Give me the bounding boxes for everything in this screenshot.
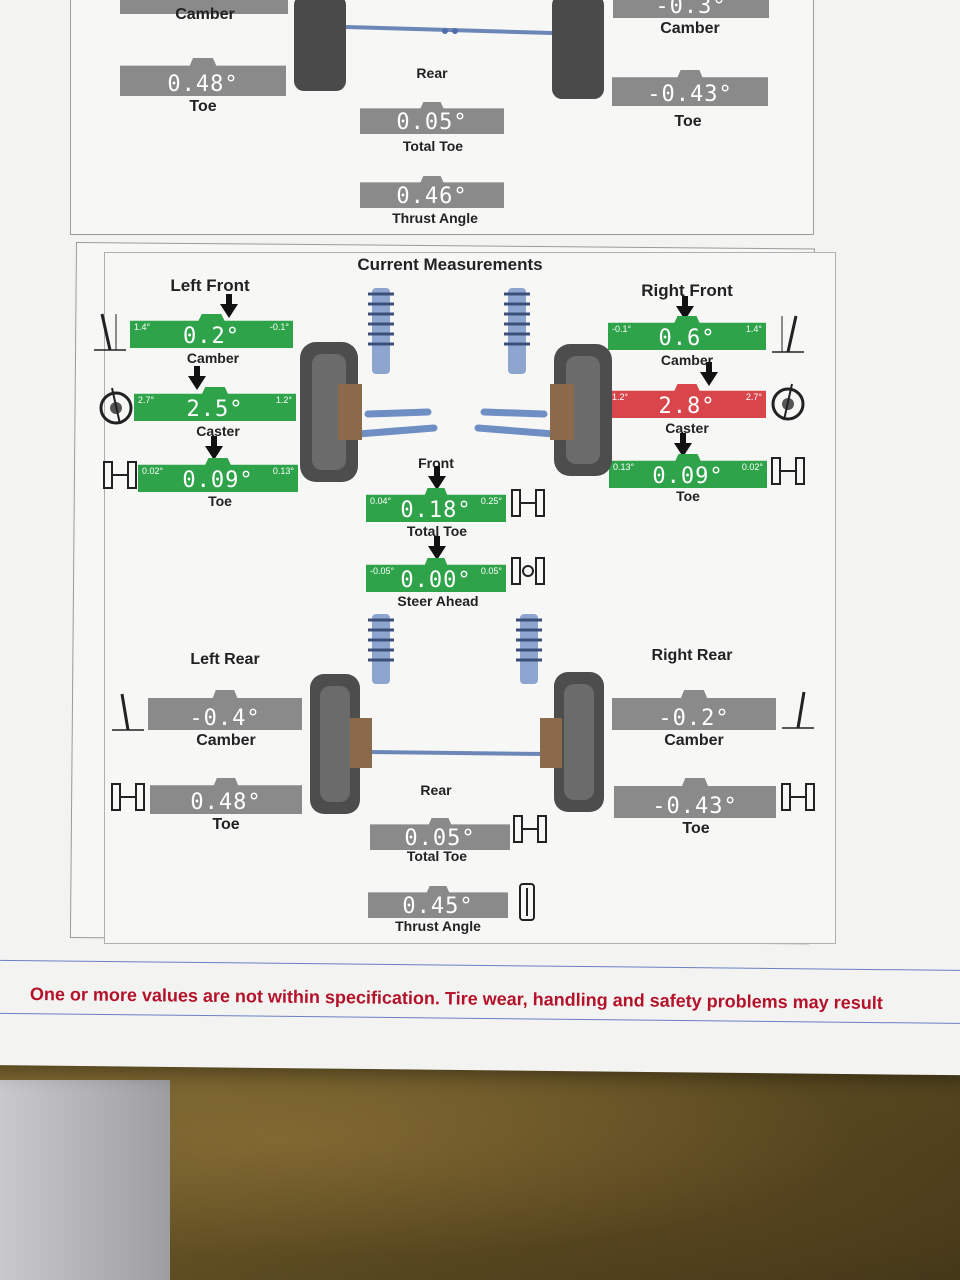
toe-icon (781, 783, 815, 811)
front-suspension-graphic (300, 288, 612, 482)
top-thrust-angle-value: 0.46° (396, 184, 468, 209)
right-front-caster-value: 2.8° (658, 394, 716, 419)
thrust-angle-icon (519, 883, 535, 921)
top-left-toe-value: 0.48° (167, 72, 239, 97)
right-front-toe-label: Toe (676, 488, 700, 504)
left-front-toe-arrow (205, 436, 223, 460)
right-front-caster-arrow (700, 362, 718, 386)
left-front-toe-min: 0.02° (142, 466, 164, 476)
left-front-camber-value: 0.2° (183, 324, 240, 349)
left-front-caster-label: Caster (196, 423, 240, 439)
front-label: Front (418, 455, 454, 471)
top-left-toe-label: Toe (189, 98, 217, 115)
left-rear-camber-label: Camber (196, 732, 256, 749)
top-right-camber-value: -0.3° (655, 0, 727, 19)
left-front-heading: Left Front (170, 276, 250, 295)
steer-ahead-max: 0.05° (480, 566, 502, 576)
right-rear-toe-label: Toe (682, 820, 710, 837)
rear-label: Rear (420, 782, 452, 798)
total-toe-max: 0.25° (480, 496, 502, 506)
right-front-toe-max: 0.02° (741, 462, 763, 472)
left-front-caster-min: 2.7° (138, 395, 155, 405)
left-rear-camber-value: -0.4° (189, 706, 261, 731)
left-front-camber-max: -0.1° (269, 322, 289, 332)
top-right-tire (552, 0, 604, 99)
steer-ahead-icon (511, 557, 545, 585)
camber-icon (112, 693, 144, 731)
thrust-angle-label: Thrust Angle (395, 918, 481, 934)
total-toe-label: Total Toe (406, 523, 468, 539)
right-front-toe-arrow (674, 433, 692, 457)
rear-total-toe-value: 0.05° (404, 826, 476, 851)
right-rear-camber-value: -0.2° (658, 706, 730, 731)
camber-icon (772, 315, 804, 353)
right-front-caster-label: Caster (665, 420, 709, 436)
left-front-camber-min: 1.4° (134, 322, 151, 332)
right-front-heading: Right Front (641, 281, 733, 300)
steer-ahead-arrow (428, 536, 446, 560)
total-toe-value: 0.18° (400, 498, 472, 523)
left-rear-toe-label: Toe (212, 816, 240, 833)
right-front-caster-max: 2.7° (745, 392, 762, 402)
left-front-toe-max: 0.13° (272, 466, 294, 476)
steer-ahead-gauge: -0.05° 0.05° 0.00° (366, 558, 506, 592)
top-right-camber-gauge: -0.3° (613, 0, 769, 18)
top-left-camber-gauge (120, 0, 288, 14)
camber-icon (782, 691, 814, 729)
left-rear-toe-value: 0.48° (190, 790, 262, 815)
top-total-toe-value: 0.05° (396, 110, 468, 135)
top-rear-label: Rear (416, 65, 448, 81)
left-front-caster-value: 2.5° (186, 397, 244, 422)
right-front-toe-min: 0.13° (613, 462, 635, 472)
total-toe-icon (513, 815, 547, 843)
rear-suspension-graphic (310, 614, 604, 814)
top-thrust-angle-label: Thrust Angle (392, 210, 478, 226)
caster-icon (771, 383, 805, 421)
top-axle (345, 25, 553, 35)
left-front-caster-max: 1.2° (275, 395, 292, 405)
steer-ahead-label: Steer Ahead (397, 593, 479, 609)
right-rear-toe-value: -0.43° (652, 794, 738, 819)
background-object (0, 1080, 170, 1280)
steer-ahead-min: -0.05° (370, 566, 395, 576)
left-front-toe-label: Toe (208, 493, 232, 509)
total-toe-icon (511, 489, 545, 517)
steer-ahead-value: 0.00° (400, 568, 472, 593)
top-right-toe-value: -0.43° (647, 82, 733, 107)
left-front-camber-arrow (220, 294, 238, 318)
toe-icon (771, 457, 805, 485)
right-front-camber-max: 1.4° (745, 324, 762, 334)
toe-icon (103, 461, 137, 489)
toe-icon (111, 783, 145, 811)
top-rear-suspension-graphic (294, 0, 604, 99)
current-measurements-title: Current Measurements (357, 255, 543, 274)
front-left-strut (372, 288, 390, 374)
right-front-camber-min: -0.1° (612, 324, 632, 334)
top-right-camber-label: Camber (660, 20, 720, 37)
right-front-caster-min: 1.2° (612, 392, 629, 402)
caster-icon (99, 387, 133, 425)
left-front-toe-value: 0.09° (182, 468, 254, 493)
right-rear-camber-label: Camber (664, 732, 724, 749)
total-toe-arrow (428, 466, 446, 490)
top-right-toe-label: Toe (674, 113, 702, 130)
total-toe-min: 0.04° (370, 496, 392, 506)
top-total-toe-label: Total Toe (402, 138, 464, 154)
left-rear-heading: Left Rear (190, 651, 260, 668)
thrust-angle-value: 0.45° (402, 894, 474, 919)
right-front-camber-value: 0.6° (658, 326, 716, 351)
left-front-camber-label: Camber (186, 350, 240, 366)
right-front-camber-label: Camber (660, 352, 714, 368)
right-front-toe-value: 0.09° (652, 464, 724, 489)
right-rear-heading: Right Rear (651, 647, 733, 664)
top-left-tire (294, 0, 346, 91)
top-left-camber-label: Camber (175, 6, 235, 23)
front-right-strut (508, 288, 526, 374)
rear-total-toe-label: Total Toe (406, 848, 468, 864)
left-front-caster-arrow (188, 366, 206, 390)
camber-icon (94, 313, 126, 351)
